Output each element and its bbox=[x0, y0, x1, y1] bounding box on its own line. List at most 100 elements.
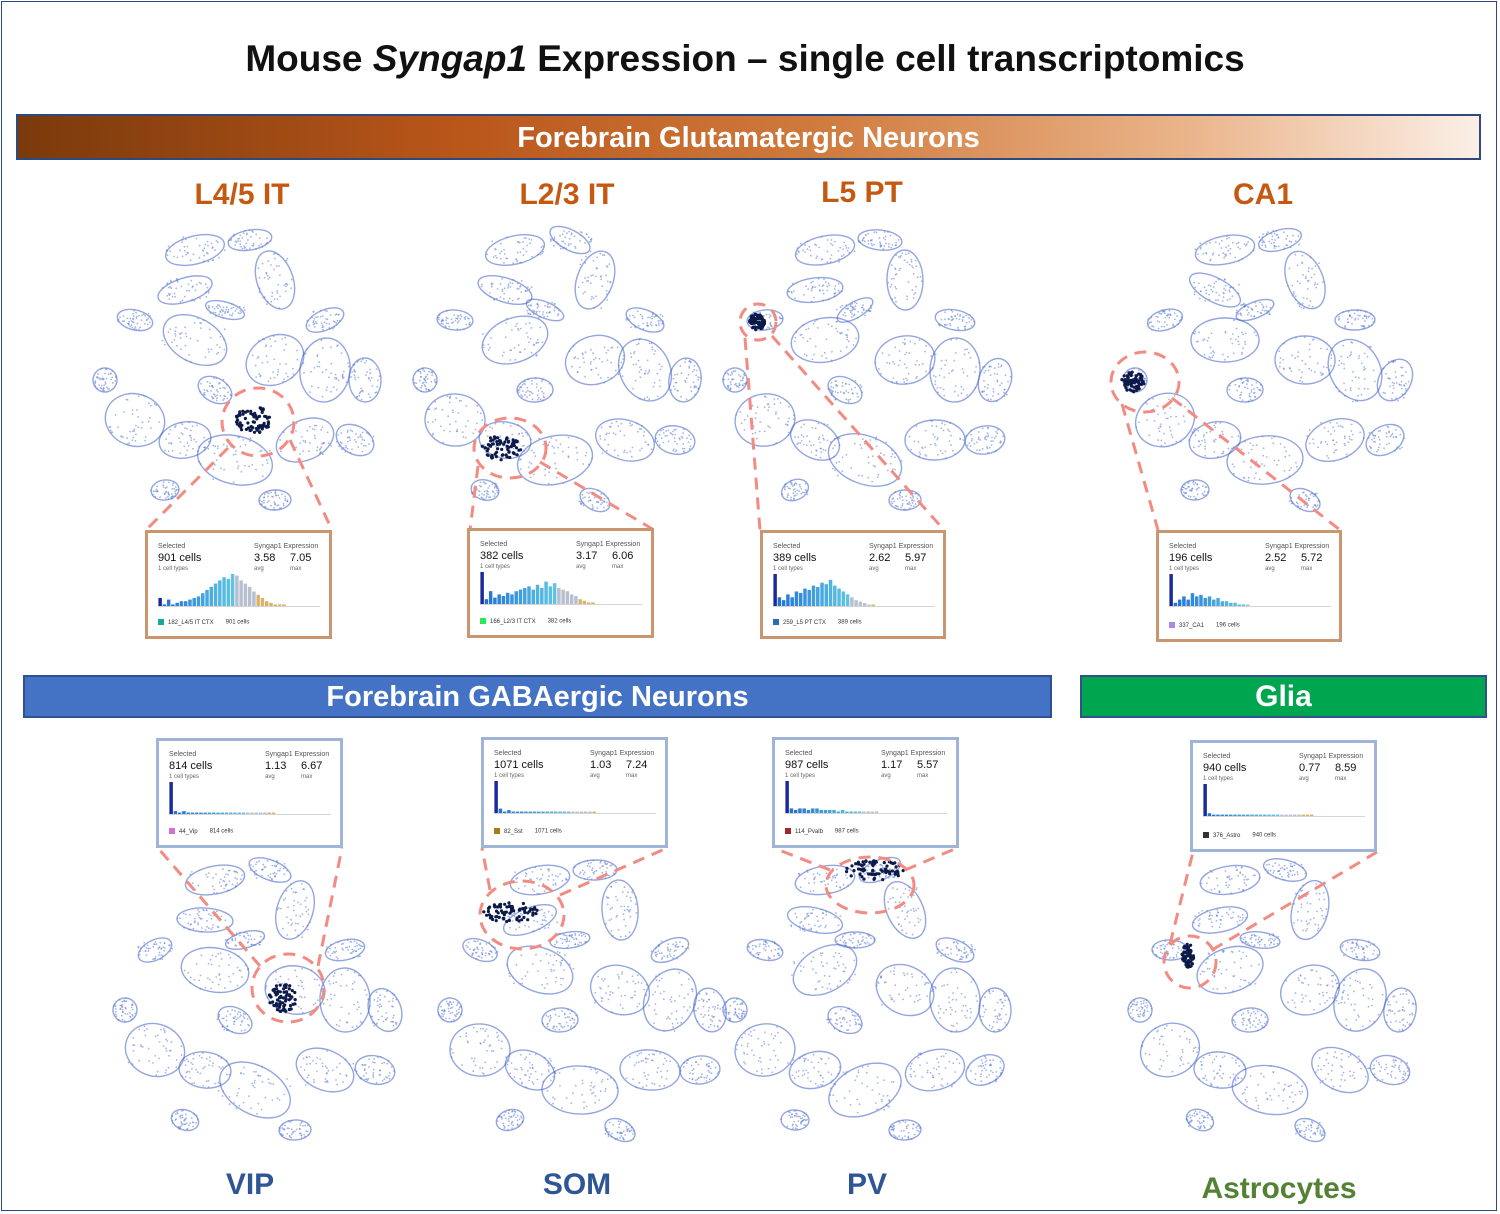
cell-dot bbox=[548, 870, 550, 872]
cell-dot bbox=[802, 435, 805, 438]
selected-cell-dot bbox=[290, 995, 294, 999]
cell-dot bbox=[170, 442, 173, 444]
cell-dot bbox=[918, 363, 921, 366]
cell-dot bbox=[130, 324, 133, 326]
cell-dot bbox=[1391, 392, 1394, 394]
cell-dot bbox=[1351, 379, 1354, 382]
cell-dot bbox=[375, 991, 378, 994]
cell-dot bbox=[574, 245, 576, 248]
cell-dot bbox=[235, 1018, 238, 1021]
cell-dot bbox=[448, 325, 451, 328]
cell-dot bbox=[891, 449, 893, 452]
cell-dot bbox=[1254, 395, 1256, 398]
cell-dot bbox=[148, 1060, 151, 1063]
cell-dot bbox=[321, 326, 324, 329]
cell-dot bbox=[1217, 299, 1219, 302]
cell-dot bbox=[309, 1062, 312, 1065]
cell-dot bbox=[894, 468, 896, 471]
cell-dot bbox=[564, 236, 566, 239]
cell-dot bbox=[313, 366, 316, 369]
cell-dot bbox=[255, 376, 257, 378]
cell-dot bbox=[228, 964, 230, 966]
cell-dot bbox=[179, 441, 182, 443]
cell-dot bbox=[135, 315, 138, 318]
cell-dot bbox=[649, 316, 651, 319]
cell-dot bbox=[167, 245, 170, 248]
cell-dot bbox=[237, 467, 239, 470]
cell-dot bbox=[154, 1054, 157, 1057]
cell-dot bbox=[636, 310, 639, 313]
cell-dot bbox=[1285, 244, 1288, 247]
cell-dot bbox=[227, 873, 229, 876]
cell-dot bbox=[822, 299, 824, 302]
cell-dot bbox=[509, 359, 512, 361]
selected-cell-dot bbox=[288, 984, 292, 988]
cell-dot bbox=[322, 328, 325, 331]
cell-dot bbox=[197, 922, 199, 924]
cell-dot bbox=[839, 350, 842, 352]
cell-dot bbox=[357, 359, 360, 362]
cell-dot bbox=[1145, 379, 1148, 382]
cell-dot bbox=[1289, 367, 1291, 370]
cell-dot bbox=[631, 424, 634, 426]
cell-dot bbox=[313, 428, 316, 431]
cell-dot bbox=[157, 947, 160, 950]
cell-dot bbox=[244, 246, 247, 249]
cell-dot bbox=[934, 442, 936, 445]
cell-dot bbox=[548, 441, 551, 443]
cell-dot bbox=[155, 404, 158, 407]
cell-dot bbox=[375, 1023, 378, 1026]
cell-dot bbox=[681, 447, 684, 450]
cell-dot bbox=[265, 985, 268, 988]
cell-dot bbox=[1255, 444, 1258, 447]
cell-dot bbox=[237, 1010, 240, 1013]
cell-dot bbox=[209, 914, 212, 917]
cell-dot bbox=[282, 380, 285, 383]
cell-dot bbox=[673, 429, 676, 431]
cell-dot bbox=[874, 465, 876, 468]
cell-dot bbox=[1224, 289, 1227, 292]
cell-dot bbox=[574, 356, 577, 359]
cell-dot bbox=[144, 436, 147, 438]
cell-dot bbox=[845, 383, 847, 385]
cell-dot bbox=[1299, 508, 1301, 510]
cell-dot bbox=[579, 366, 581, 369]
cell-dot bbox=[804, 244, 807, 246]
cell-dot bbox=[983, 365, 986, 368]
cell-dot bbox=[307, 1133, 310, 1136]
cell-dot bbox=[219, 336, 222, 338]
cell-dot bbox=[740, 379, 742, 382]
cell-dot bbox=[279, 363, 281, 365]
cell-dot bbox=[1346, 456, 1348, 458]
cell-dot bbox=[1373, 380, 1376, 383]
cell-dot bbox=[271, 864, 274, 867]
cell-dot bbox=[891, 264, 893, 266]
cell-dot bbox=[694, 393, 696, 396]
cell-dot bbox=[1261, 241, 1264, 244]
cell-dot bbox=[890, 246, 893, 249]
cell-dot bbox=[810, 300, 813, 303]
cell-dot bbox=[329, 954, 332, 957]
cell-dot bbox=[489, 426, 491, 428]
cell-dot bbox=[800, 492, 803, 495]
cell-dot bbox=[316, 1070, 318, 1073]
cell-dot bbox=[1188, 439, 1191, 442]
cell-dot bbox=[1276, 234, 1279, 236]
cell-dot bbox=[597, 373, 600, 376]
cell-dot bbox=[279, 1127, 281, 1130]
cell-dot bbox=[226, 1073, 228, 1076]
cell-dot bbox=[194, 920, 196, 923]
cell-dot bbox=[480, 285, 483, 288]
cell-dot bbox=[639, 366, 641, 368]
cell-dot bbox=[253, 1086, 256, 1089]
cell-dot bbox=[522, 435, 524, 438]
cell-dot bbox=[354, 945, 357, 948]
cell-dot bbox=[966, 348, 968, 351]
cell-dot bbox=[260, 1108, 263, 1111]
selected-cell-dot bbox=[265, 416, 269, 420]
cell-dot bbox=[285, 283, 287, 286]
cell-dot bbox=[650, 448, 653, 450]
cell-dot bbox=[1291, 284, 1294, 287]
cell-dot bbox=[866, 443, 868, 445]
cell-dot bbox=[326, 1050, 329, 1052]
